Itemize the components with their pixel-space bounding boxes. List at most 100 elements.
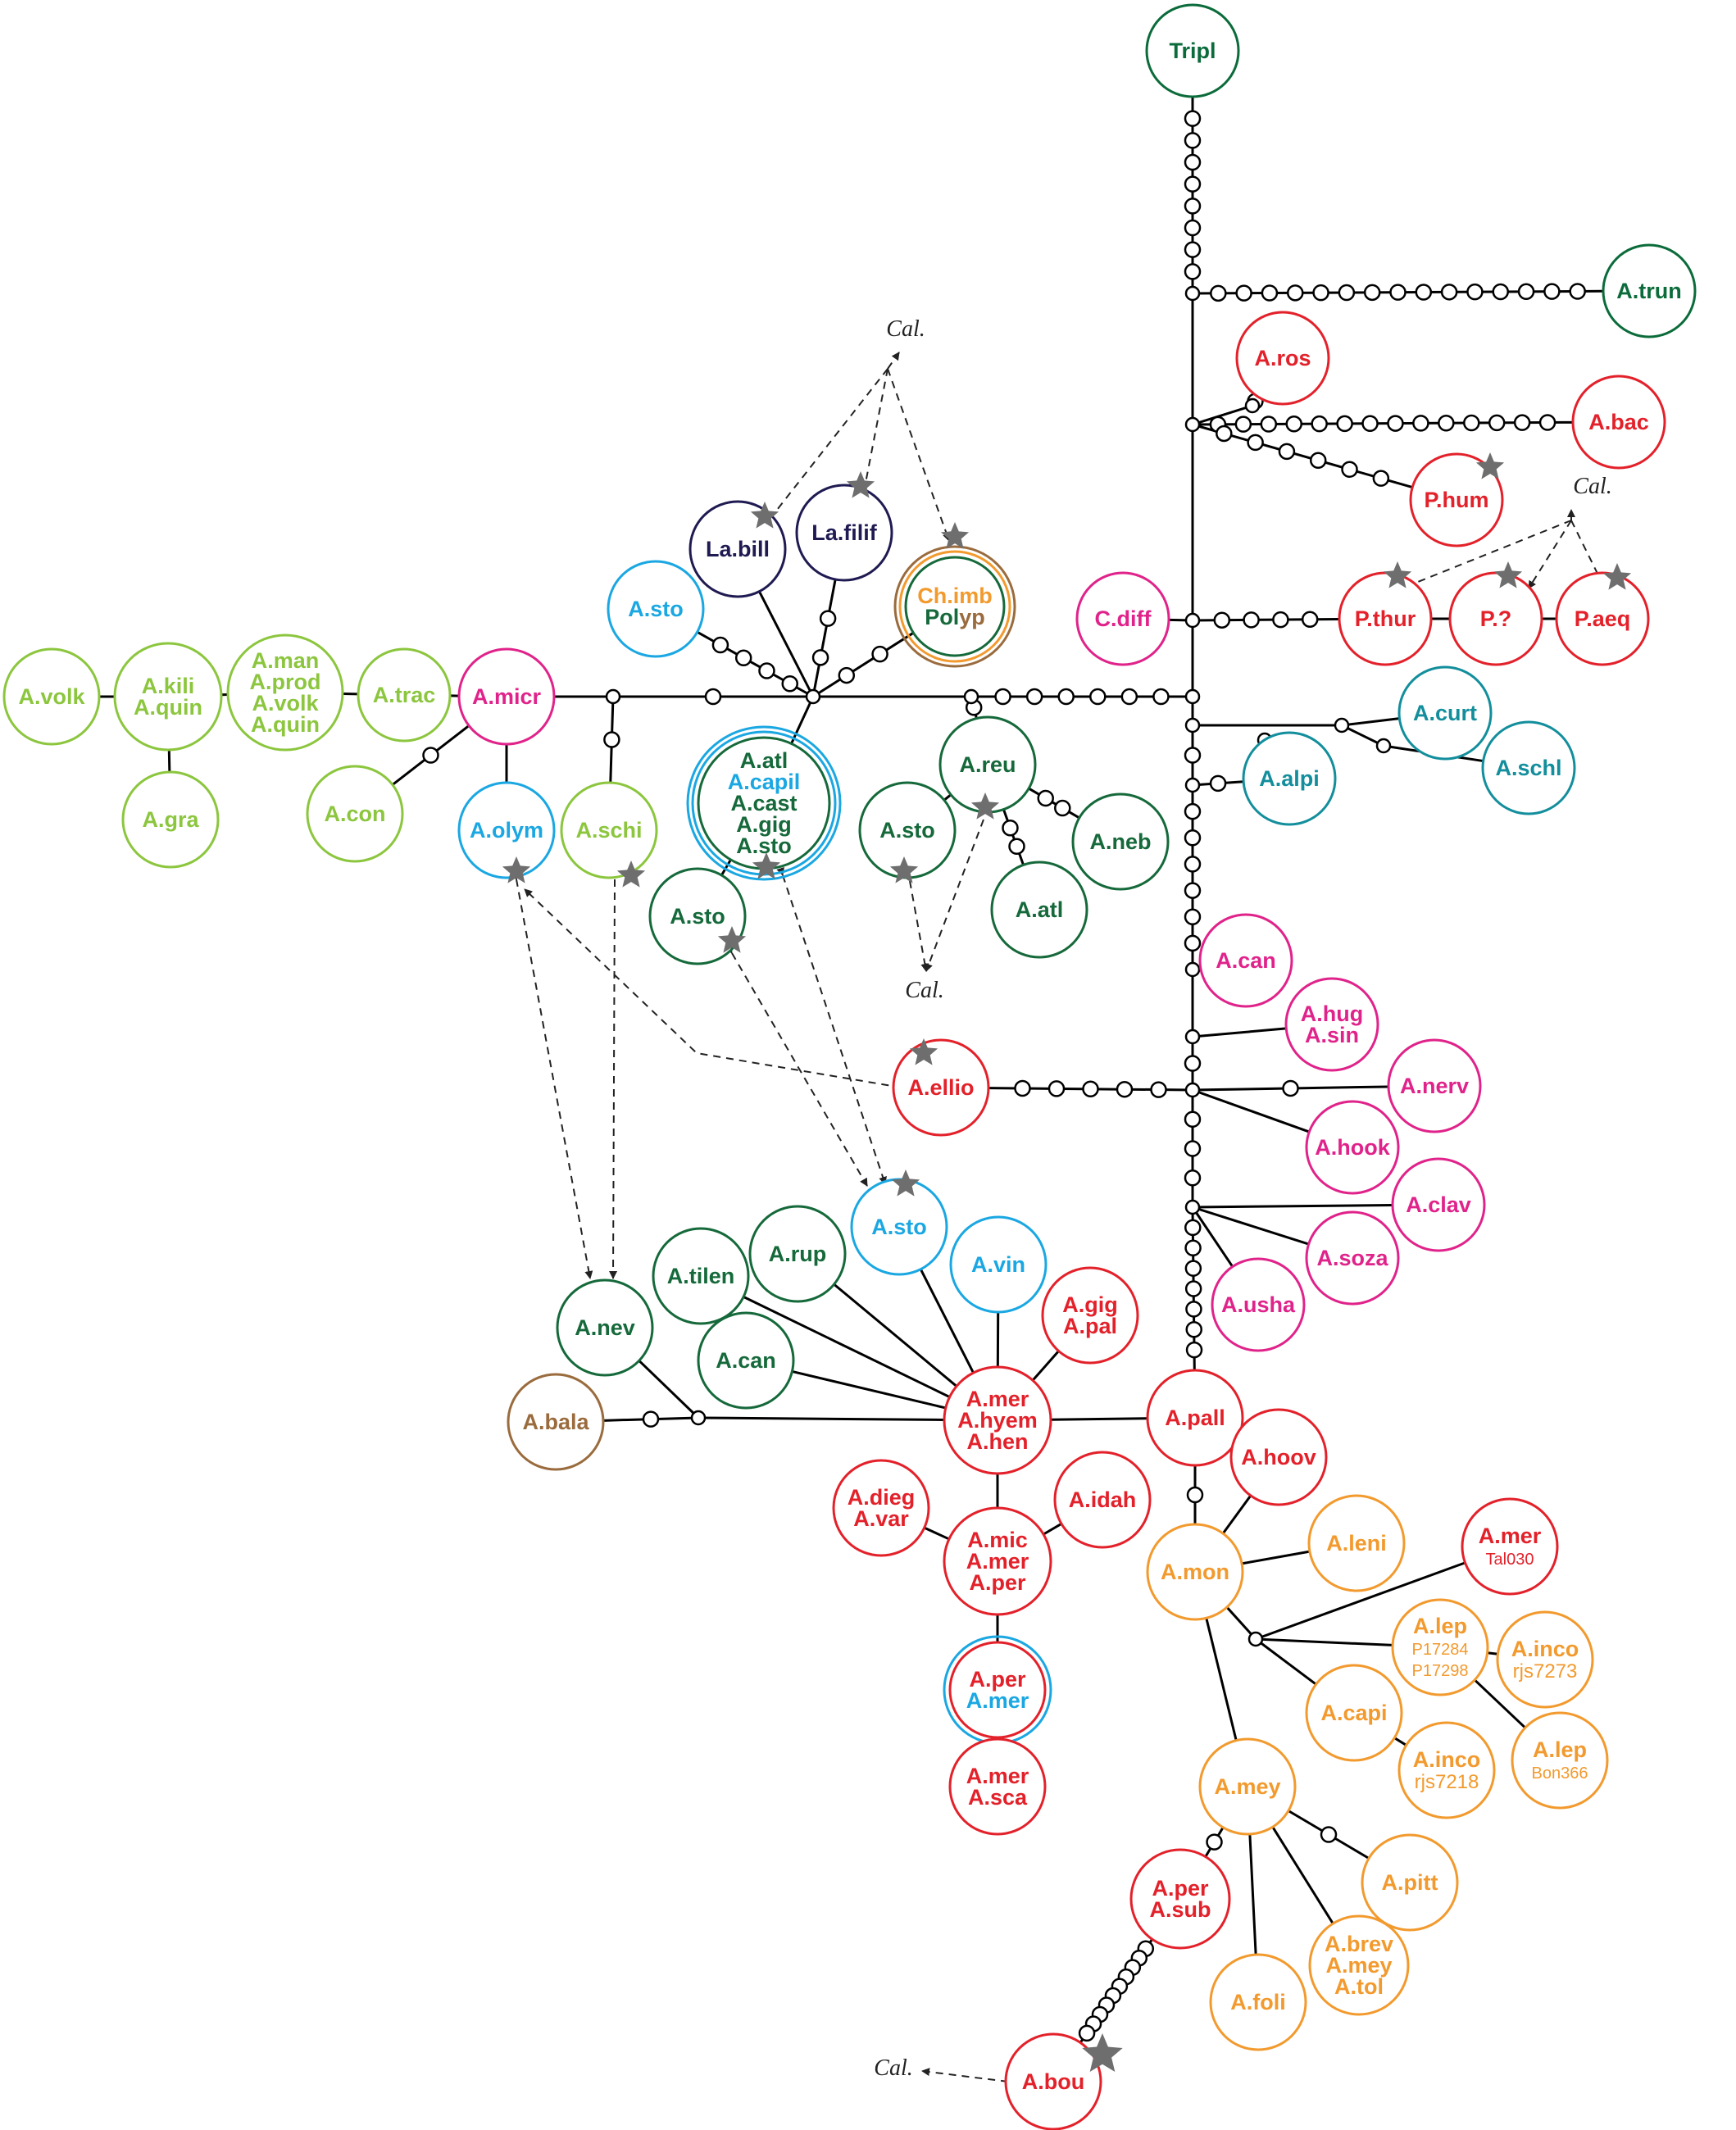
node-label: A.lep (1413, 1614, 1467, 1638)
node-label: A.sto (628, 597, 684, 621)
network-edge (1192, 404, 1253, 426)
calibration-star-icon (889, 856, 919, 883)
node-circle (1308, 1914, 1410, 2016)
node-label: A.reu (959, 752, 1016, 777)
node-label-text: P17298 (1412, 1662, 1469, 1680)
node-label-text: A.volk (18, 684, 85, 709)
node-label: A.nerv (1400, 1074, 1469, 1098)
calibration-arrow (1397, 520, 1572, 592)
node-label: A.trac (373, 683, 436, 707)
node-circle (1511, 1711, 1609, 1810)
node-label: A.atl (1016, 897, 1064, 922)
node-circle (795, 484, 893, 582)
node-label-text: A.olym (470, 818, 543, 842)
node-label-text: A.hoov (1241, 1445, 1316, 1469)
median-vertex (805, 688, 821, 705)
node-label-text: A.mic (967, 1528, 1028, 1552)
mutation-step (1057, 688, 1075, 706)
mutation-step (1037, 789, 1054, 807)
mutation-step (1014, 1079, 1031, 1097)
network-edge (1487, 1651, 1498, 1655)
node-label-text: A.hen (966, 1429, 1028, 1454)
node-label-text: A.cast (730, 791, 797, 815)
haplotype-phum: P.hum (1409, 452, 1504, 547)
node-label: P17298 (1412, 1662, 1469, 1680)
node-circle (648, 867, 747, 965)
node-label-text: A.kili (142, 674, 195, 698)
mutation-step (1389, 284, 1407, 301)
mutation-step (1184, 1110, 1202, 1128)
node-label-text: A.nerv (1400, 1074, 1469, 1098)
node-circle (832, 1459, 930, 1557)
node-label-text: Bon366 (1532, 1764, 1588, 1783)
haplotype-leni: A.leni (1307, 1494, 1406, 1592)
node-label-text: A.per (1152, 1876, 1209, 1901)
mutation-step (1184, 153, 1202, 171)
mutation-step (1235, 284, 1252, 302)
node-label: Ch.imb (917, 584, 993, 608)
node-circle (1242, 731, 1337, 826)
node-label-text: A.neb (1089, 829, 1151, 854)
network-edge (1221, 1494, 1252, 1535)
haplotype-can1: A.can (1198, 913, 1293, 1008)
node-circle (948, 1641, 1047, 1739)
mutation-step (1184, 934, 1202, 952)
node-label: A.alpi (1259, 766, 1320, 791)
node-label-text: A.schi (575, 818, 642, 842)
node-circle (1397, 665, 1493, 761)
calibration-star-icon (1475, 452, 1505, 479)
node-label: A.vin (971, 1252, 1025, 1277)
node-label: Bon366 (1532, 1764, 1588, 1783)
node-label: A.gig (1062, 1292, 1118, 1317)
node-circle (306, 765, 404, 863)
calibration-label: Cal. (886, 316, 925, 342)
node-label-text: A.gig (1062, 1292, 1118, 1317)
node-label-text: A.capil (728, 770, 801, 794)
node-label: A.leni (1326, 1531, 1387, 1555)
node-label-text: A.ros (1254, 346, 1311, 370)
mutation-step (994, 688, 1011, 706)
mutation-step (1025, 688, 1043, 706)
node-label-text: A.mey (1325, 1953, 1392, 1978)
node-label: A.sin (1305, 1023, 1359, 1047)
mutation-step (838, 666, 856, 684)
node-label-text: A.man (252, 648, 320, 673)
node-circle (943, 1365, 1052, 1475)
mutation-step (1412, 415, 1429, 432)
node-label: Polyp (925, 605, 985, 629)
node-label-text: A.per (969, 1570, 1026, 1595)
calibration-label: Cal. (874, 2055, 912, 2081)
network-edge (743, 1296, 951, 1398)
haplotype-mey: A.mey (1198, 1737, 1297, 1836)
node-label: A.pitt (1382, 1870, 1438, 1895)
node-label: A.volk (252, 691, 319, 715)
node-label: A.idah (1069, 1487, 1137, 1512)
node-label: A.hyem (957, 1408, 1038, 1433)
node-label-text: A.hyem (957, 1408, 1038, 1433)
node-circle (457, 647, 556, 746)
haplotype-curt: A.curt (1397, 665, 1493, 761)
calibration-label: Cal. (1573, 474, 1611, 499)
network-edge (1205, 1617, 1238, 1742)
node-label-text: A.sto (628, 597, 684, 621)
node-label-text: A.micr (472, 684, 542, 709)
node-label: A.mer (966, 1688, 1029, 1713)
network-edge (758, 590, 815, 697)
node-label: A.ellio (907, 1075, 974, 1100)
node-label-text: A.leni (1326, 1531, 1387, 1555)
haplotype-volk: A.volk (2, 647, 101, 746)
node-label: A.mey (1325, 1953, 1392, 1978)
mutation-step (1150, 1081, 1167, 1098)
node-label-text: A.lep (1533, 1737, 1587, 1762)
network-edge (1192, 420, 1574, 426)
median-vertex (1247, 1631, 1264, 1647)
node-circle (1053, 1451, 1152, 1549)
node-label-text: A.mer (966, 1688, 1029, 1713)
node-label: P.? (1480, 606, 1512, 631)
node-label-text: A.bac (1588, 410, 1649, 434)
node-label-text: A.capi (1320, 1701, 1387, 1725)
calibration-star-icon (750, 502, 779, 529)
